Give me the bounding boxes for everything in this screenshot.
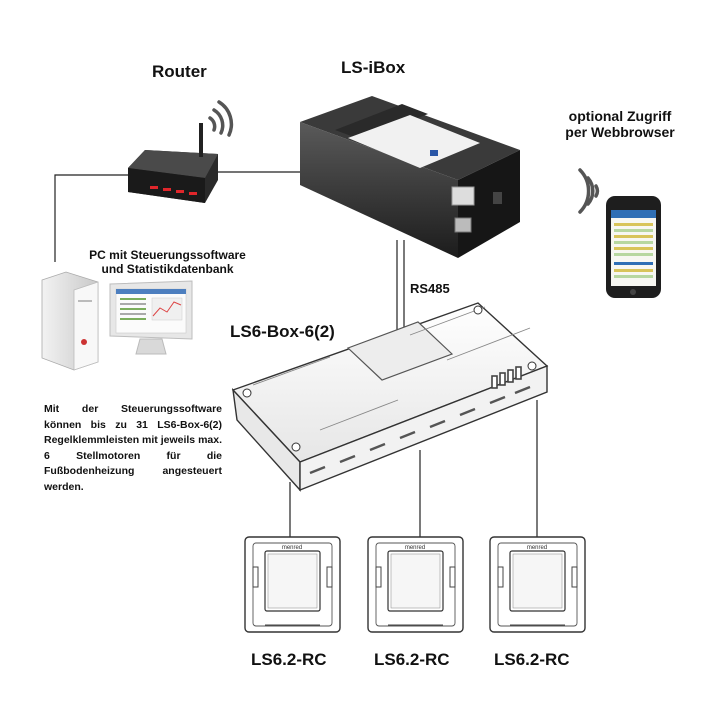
terminal-box-icon [231,302,549,492]
phone-wifi-icon [578,168,600,214]
optional-access-label: optional Zugriff per Webbrowser [540,108,700,140]
brand-mark-3: menred [527,545,547,551]
thermostat-1 [244,536,341,633]
pc-label-line2: und Statistikdatenbank [101,262,234,276]
description-text: Mit der Steuerungssoftware können bis zu… [44,403,222,493]
brand-mark-2: menred [405,545,425,551]
thermostat-2 [367,536,464,633]
brand-mark-1: menred [282,545,302,551]
pc-label-line1: PC mit Steuerungssoftware [89,248,246,262]
ls6-box-label: LS6-Box-6(2) [230,322,335,341]
ibox-device-icon [300,96,520,258]
router-label: Router [152,62,207,81]
rc2-label: LS6.2-RC [374,650,450,669]
router-icon [128,123,218,203]
rs485-label: RS485 [410,281,450,296]
connection-lines [54,171,538,537]
smartphone-icon [606,196,661,298]
rc1-label: LS6.2-RC [251,650,327,669]
optional-access-line1: optional Zugriff [568,108,672,124]
optional-access-line2: per Webbrowser [565,124,675,140]
router-to-pc-line [54,174,132,262]
monitor-icon [109,280,193,355]
thermostat-3 [489,536,586,633]
wifi-icon [208,100,234,137]
pc-tower-icon [41,271,99,371]
ls-ibox-label: LS-iBox [341,58,406,77]
pc-label: PC mit Steuerungssoftware und Statistikd… [70,248,265,276]
rc3-label: LS6.2-RC [494,650,570,669]
